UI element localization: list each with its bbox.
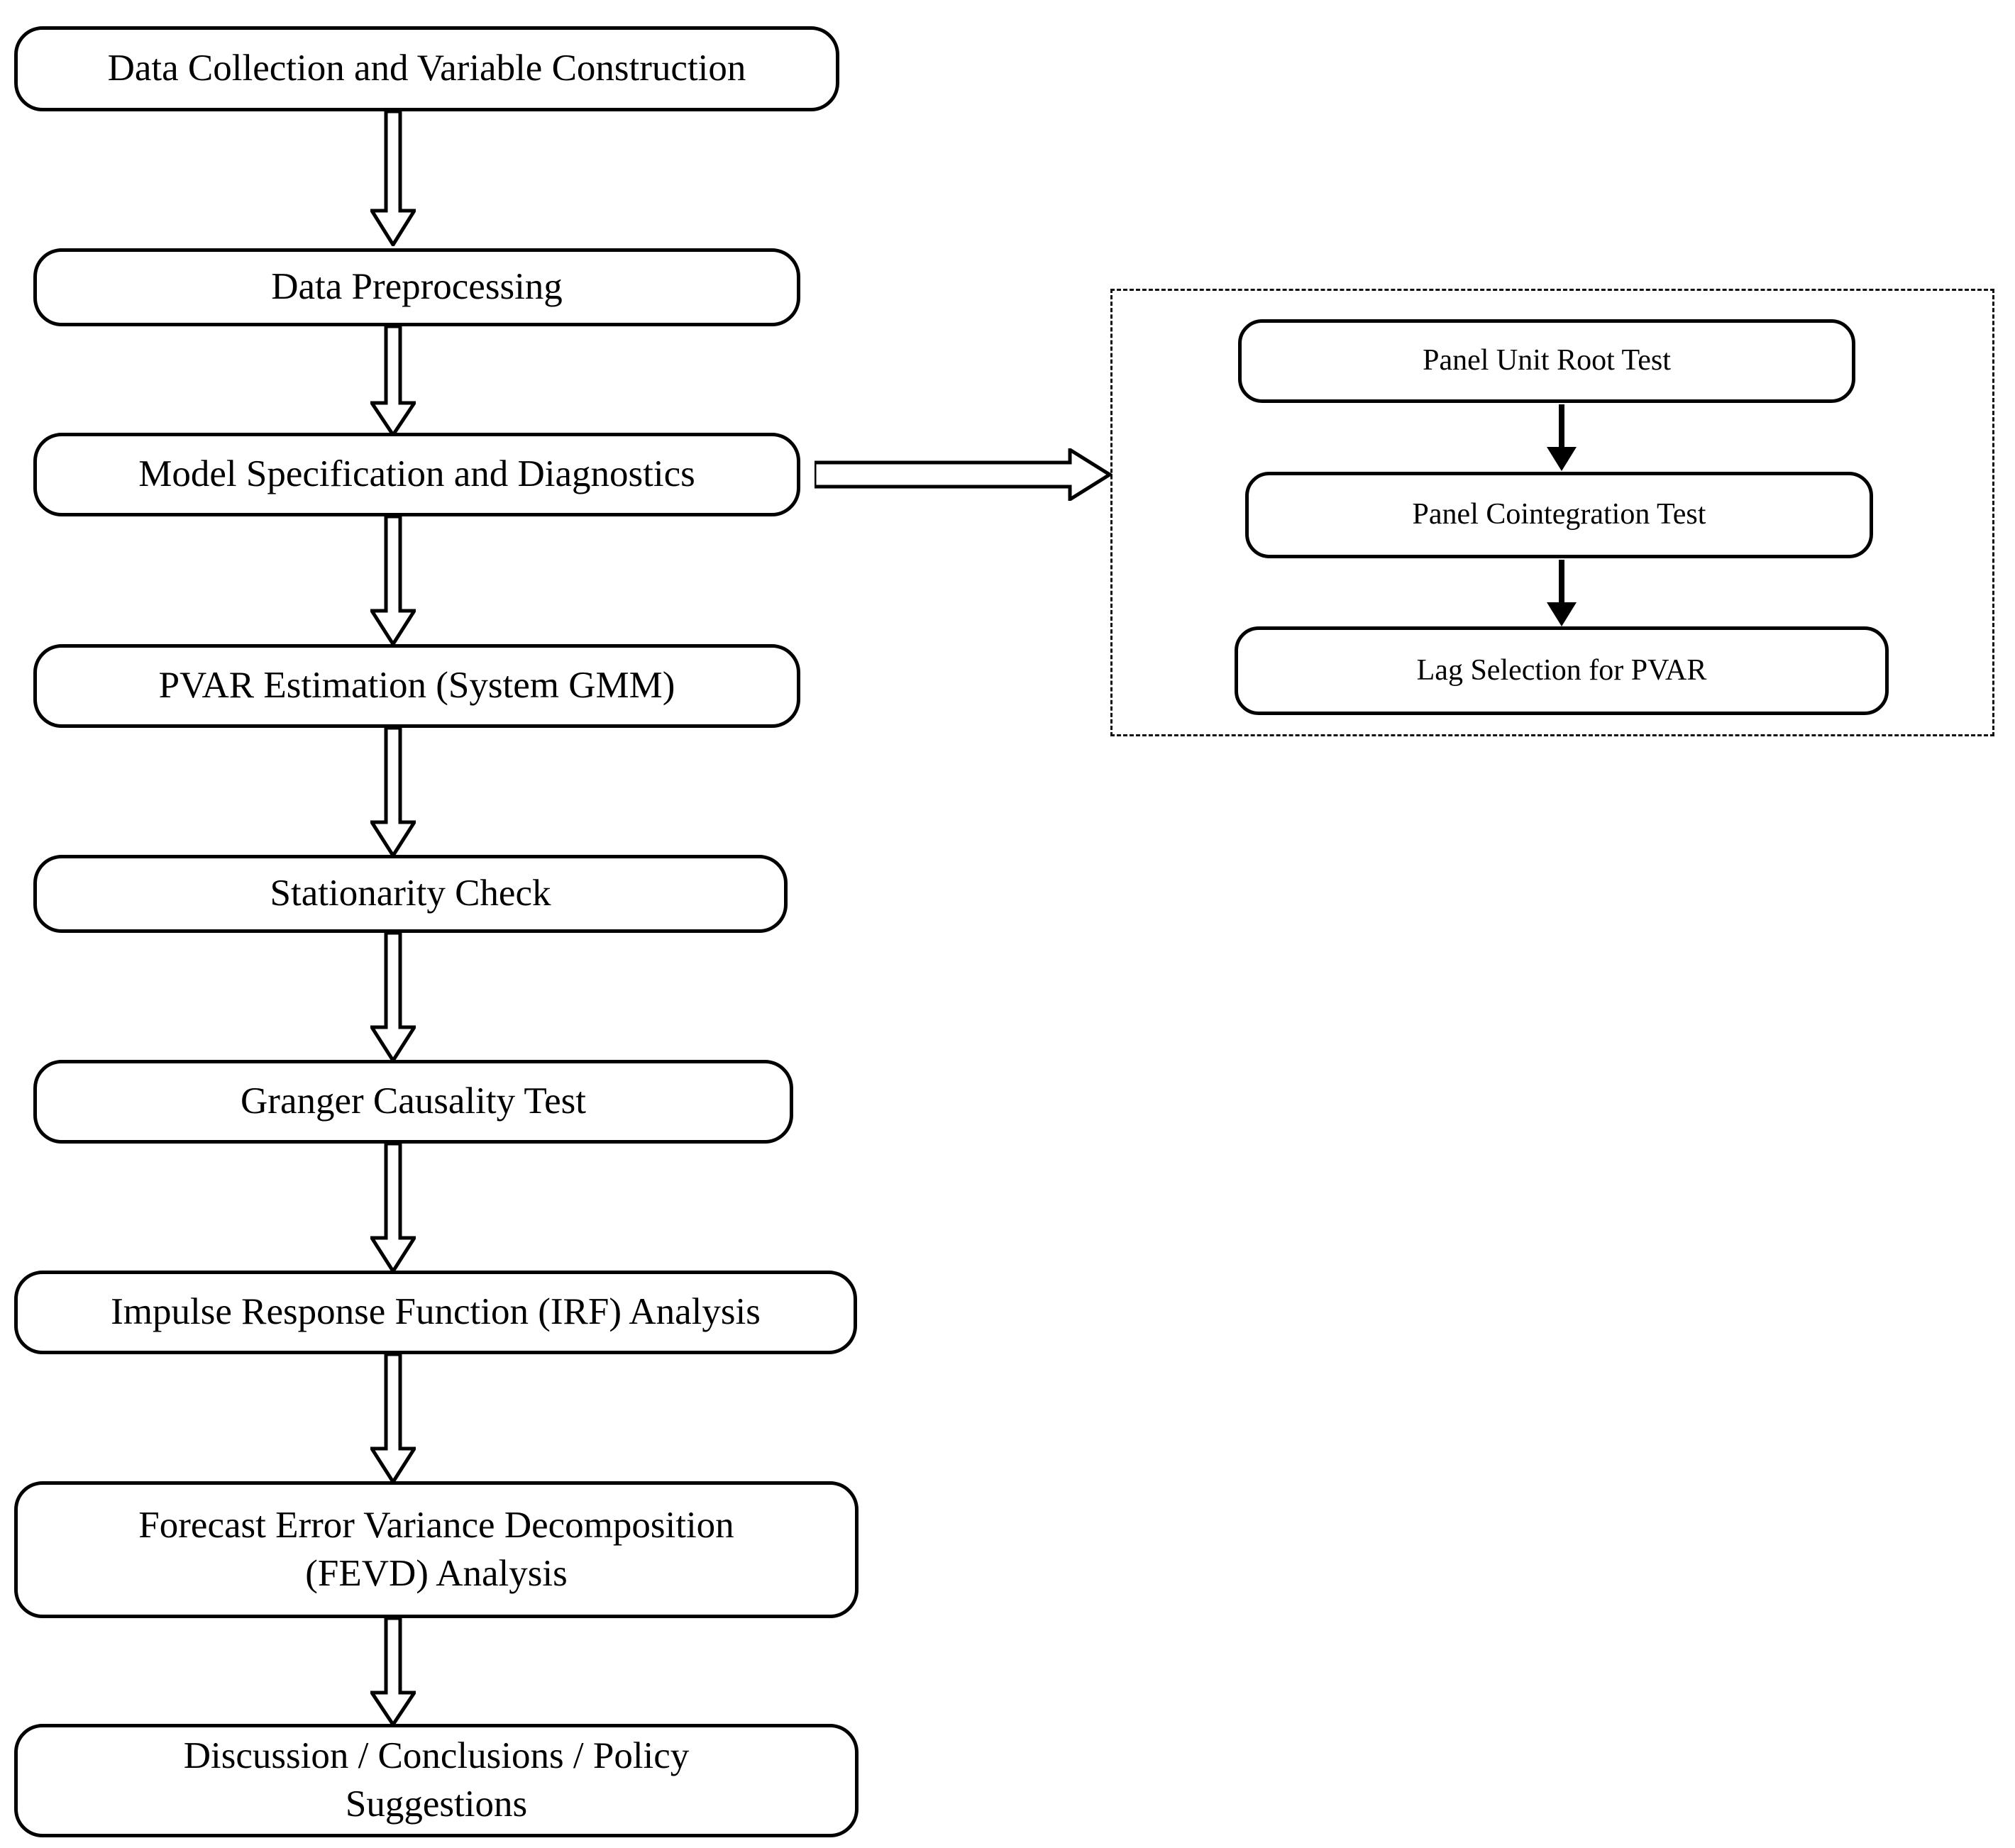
node-label: Lag Selection for PVAR [1416,653,1707,687]
node-fevd-analysis[interactable]: Forecast Error Variance Decomposition (F… [14,1481,859,1618]
node-model-specification[interactable]: Model Specification and Diagnostics [33,433,800,516]
block-arrow-down-icon [370,516,416,646]
node-granger-causality[interactable]: Granger Causality Test [33,1060,793,1144]
block-arrow-down-icon [370,111,416,246]
node-panel-unit-root-test[interactable]: Panel Unit Root Test [1238,319,1855,403]
node-label: Forecast Error Variance Decomposition (F… [31,1502,842,1598]
node-label: Impulse Response Function (IRF) Analysis [111,1291,761,1333]
node-stationarity-check[interactable]: Stationarity Check [33,855,788,933]
node-label-line-2: (FEVD) Analysis [305,1552,568,1594]
node-label: Discussion / Conclusions / Policy Sugges… [31,1732,842,1829]
node-irf-analysis[interactable]: Impulse Response Function (IRF) Analysis [14,1271,857,1354]
block-arrow-right-icon [815,448,1113,501]
node-discussion-conclusions[interactable]: Discussion / Conclusions / Policy Sugges… [14,1724,859,1837]
block-arrow-down-icon [370,728,416,857]
diagnostics-group-panel [1110,289,1994,736]
node-label: Model Specification and Diagnostics [138,453,695,495]
line-arrow-down-icon [1543,404,1580,472]
line-arrow-down-icon [1543,560,1580,628]
node-pvar-estimation[interactable]: PVAR Estimation (System GMM) [33,644,800,728]
block-arrow-down-icon [370,326,416,436]
node-label: Panel Unit Root Test [1423,344,1671,377]
node-label-line-1: Discussion / Conclusions / Policy [183,1735,690,1777]
node-label: PVAR Estimation (System GMM) [158,665,675,707]
node-data-preprocessing[interactable]: Data Preprocessing [33,248,800,326]
node-label: Data Preprocessing [271,266,563,308]
node-label: Stationarity Check [270,873,551,914]
node-label-line-2: Suggestions [345,1783,528,1825]
block-arrow-down-icon [370,1144,416,1273]
node-label: Granger Causality Test [241,1080,586,1122]
node-panel-cointegration-test[interactable]: Panel Cointegration Test [1245,472,1873,558]
node-label: Data Collection and Variable Constructio… [107,48,746,89]
block-arrow-down-icon [370,933,416,1062]
node-label-line-1: Forecast Error Variance Decomposition [138,1504,734,1546]
block-arrow-down-icon [370,1354,416,1483]
node-lag-selection-pvar[interactable]: Lag Selection for PVAR [1235,626,1889,715]
node-data-collection[interactable]: Data Collection and Variable Constructio… [14,26,839,111]
block-arrow-down-icon [370,1618,416,1726]
node-label: Panel Cointegration Test [1412,498,1706,531]
